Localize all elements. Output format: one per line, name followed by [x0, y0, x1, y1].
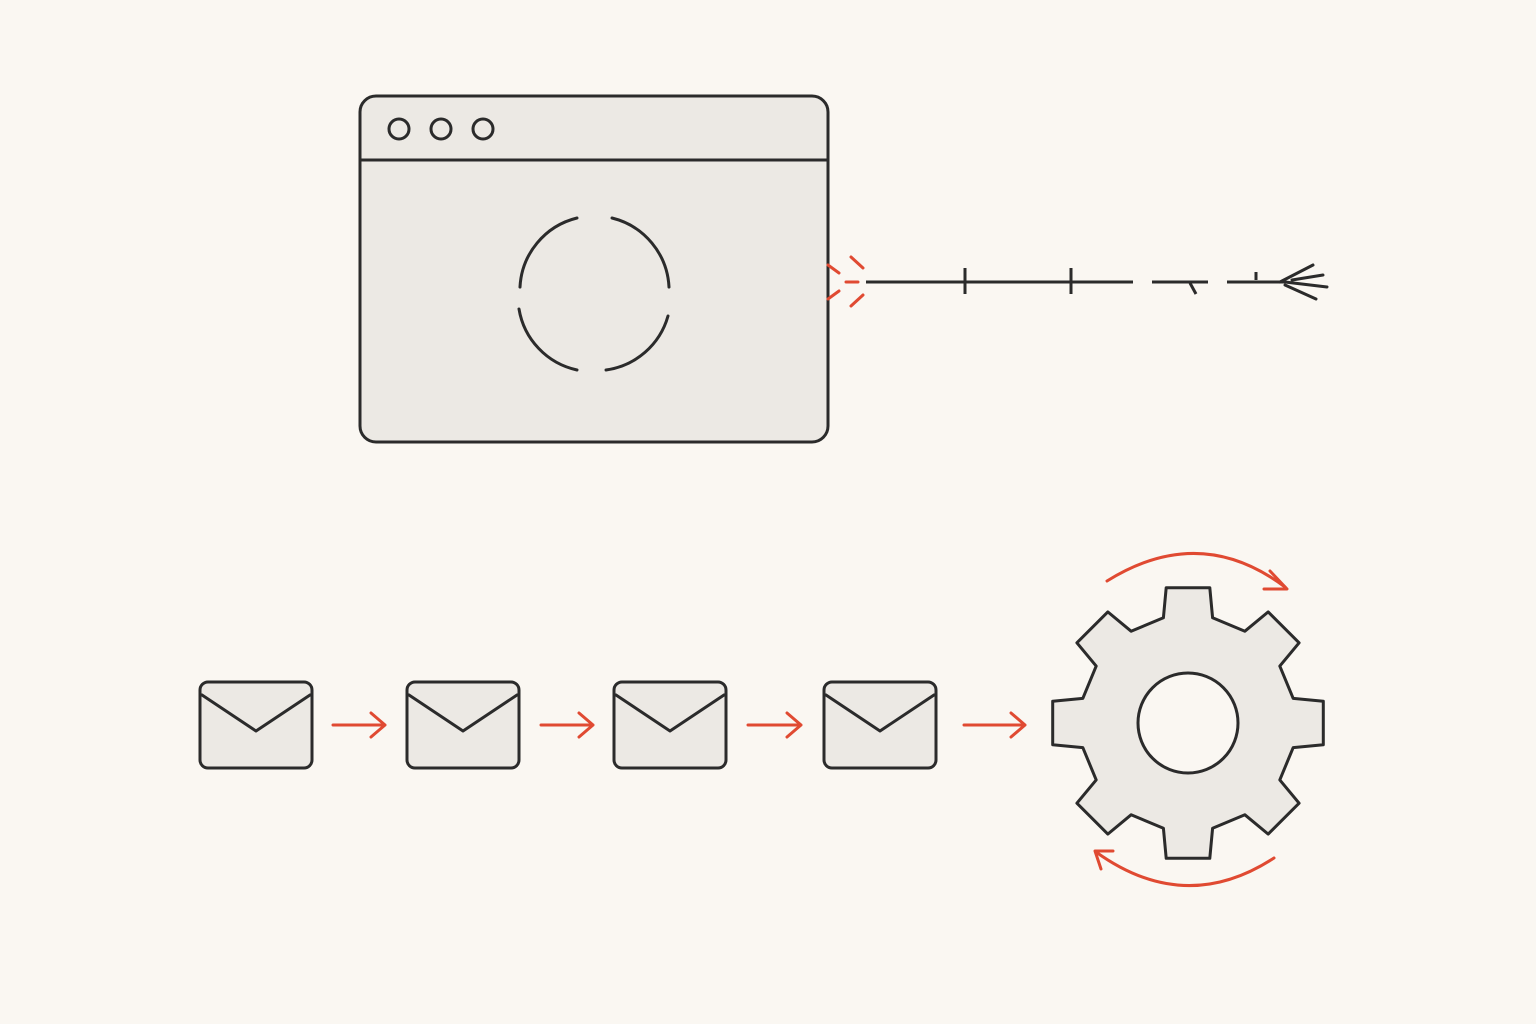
- envelope-icon: [612, 680, 728, 770]
- loading-spinner-icon: [517, 216, 671, 372]
- gear-icon: [1051, 586, 1325, 860]
- rotate-clockwise-arrow-icon: [1105, 551, 1289, 591]
- frayed-wire-end-icon: [1278, 263, 1329, 301]
- rotate-clockwise-arrow-icon: [1093, 849, 1276, 888]
- envelope-icon: [405, 680, 521, 770]
- signal-spark-icon: [826, 255, 865, 308]
- broken-connection-icon: [826, 255, 1329, 308]
- window-control-dot-2: [429, 117, 453, 141]
- browser-window-icon: [358, 94, 830, 444]
- right-arrow-icon: [331, 711, 387, 739]
- processor: [1051, 551, 1325, 888]
- envelope-icon: [198, 680, 314, 770]
- right-arrow-icon: [962, 711, 1027, 739]
- window-control-dot-1: [387, 117, 411, 141]
- right-arrow-icon: [539, 711, 595, 739]
- window-control-dot-3: [471, 117, 495, 141]
- right-arrow-icon: [746, 711, 803, 739]
- envelope-icon: [822, 680, 938, 770]
- message-queue: [198, 680, 1027, 770]
